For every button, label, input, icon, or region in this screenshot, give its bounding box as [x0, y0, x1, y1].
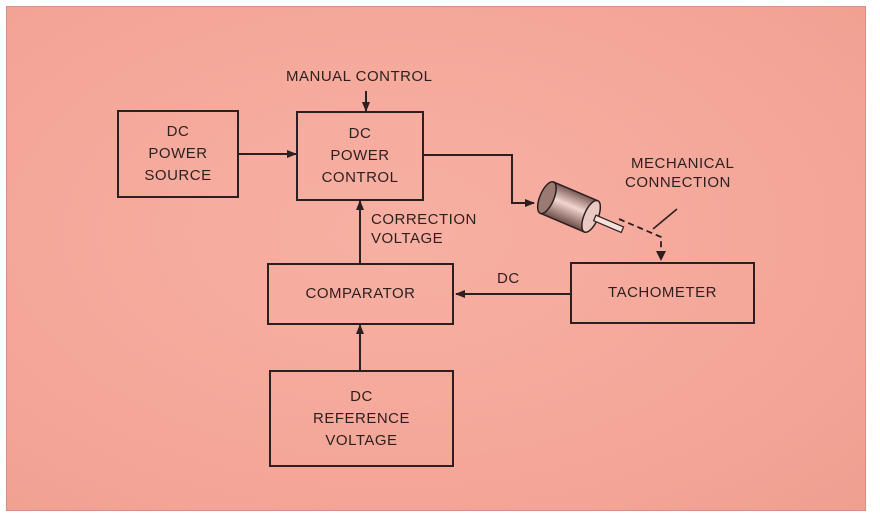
- motor-icon: [536, 180, 625, 234]
- dc-power-source-block: DC POWER SOURCE: [117, 110, 239, 198]
- tachometer-label: TACHOMETER: [608, 284, 717, 301]
- mechanical-connection-line-2: CONNECTION: [625, 174, 731, 191]
- comparator-block: COMPARATOR: [267, 263, 454, 325]
- dc-reference-voltage-line-2: REFERENCE: [312, 409, 410, 427]
- correction-voltage-label: CORRECTION VOLTAGE: [371, 210, 477, 248]
- mechanical-connection-dashed: [618, 218, 662, 259]
- dc-reference-voltage-block: DC REFERENCE VOLTAGE: [269, 370, 454, 467]
- manual-control-label: MANUAL CONTROL: [286, 68, 433, 85]
- dc-signal-label: DC: [497, 270, 520, 287]
- dc-reference-voltage-line-3: VOLTAGE: [325, 431, 398, 449]
- correction-voltage-line-1: CORRECTION: [371, 211, 477, 228]
- dc-power-control-block: DC POWER CONTROL: [296, 111, 424, 201]
- dc-power-control-line-1: DC: [348, 125, 372, 142]
- tachometer-block: TACHOMETER: [570, 262, 755, 324]
- block-diagram: DC POWER SOURCE DC POWER CONTROL COMPARA…: [6, 6, 866, 511]
- correction-voltage-line-2: VOLTAGE: [371, 230, 444, 247]
- mechanical-connection-pointer: [652, 208, 678, 230]
- comparator-label: COMPARATOR: [305, 285, 416, 302]
- connection-wires: [237, 91, 678, 370]
- dc-power-control-line-2: POWER: [330, 147, 390, 164]
- dc-power-control-line-3: CONTROL: [321, 169, 399, 186]
- mechanical-connection-line-1: MECHANICAL: [631, 155, 735, 172]
- dc-power-source-line-1: DC: [166, 123, 190, 140]
- mechanical-connection-label: MECHANICAL CONNECTION: [625, 154, 734, 192]
- dc-reference-voltage-line-1: DC: [350, 387, 373, 405]
- control-to-motor-arrow: [424, 154, 535, 207]
- dc-power-source-line-2: POWER: [148, 145, 208, 162]
- dc-power-source-line-3: SOURCE: [144, 167, 212, 184]
